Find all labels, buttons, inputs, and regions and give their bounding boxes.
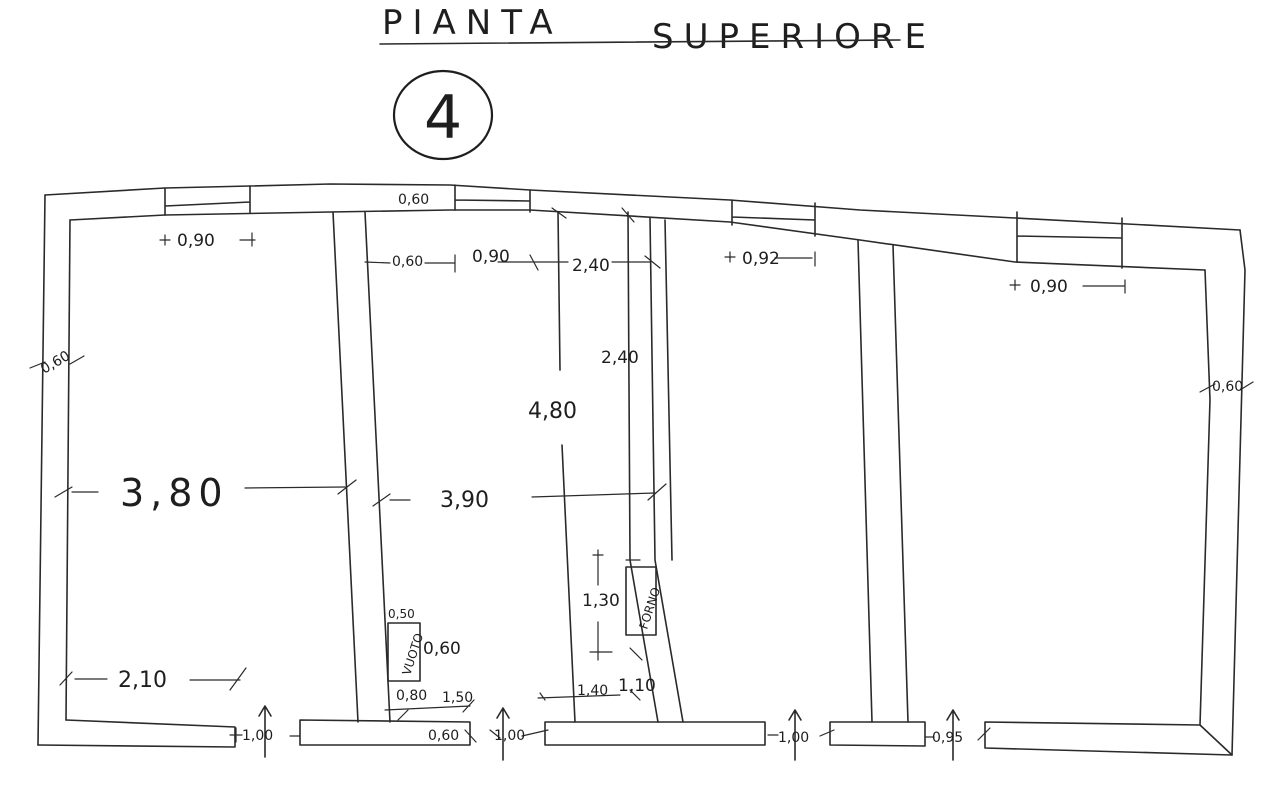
dim-050: 0,50: [388, 607, 415, 621]
plan-number-badge: 4: [392, 69, 494, 161]
dim-080: 0,80: [396, 688, 427, 704]
title-superiore: SUPERIORE: [652, 17, 936, 57]
title-underline: [379, 39, 901, 45]
plan-number-circle: [392, 69, 494, 161]
partition-1a: [332, 211, 359, 723]
window-1: [164, 185, 251, 216]
left-wall-outer: [37, 194, 46, 746]
dimension-labels: 0,90 0,60 0,90 0,92 0,90 0,60 2,40 0,60 …: [38, 192, 1243, 746]
dim-right-wall: 0,60: [1212, 379, 1243, 395]
dim-room-1-width: 3,80: [120, 471, 229, 515]
left-wall-inner: [65, 219, 71, 721]
forno-label: FORNO: [637, 586, 664, 631]
bottom-wall-seg-4: [829, 721, 926, 747]
partition-3b: [649, 217, 684, 723]
partition-1b: [364, 211, 391, 723]
dim-right-wall-ticks: [1199, 381, 1254, 393]
window-4: [1016, 211, 1123, 269]
partition-3c: [664, 219, 673, 561]
outer-walls: [37, 183, 1246, 756]
dim-480: 4,80: [528, 399, 577, 424]
window-2: [454, 184, 531, 213]
partition-4b: [892, 244, 909, 723]
dim-line-room2: [372, 483, 667, 507]
windows: [164, 184, 1123, 269]
dim-110: 1,10: [618, 676, 656, 696]
dim-ticks-top: [551, 207, 635, 223]
dim-window-2: 0,60: [398, 192, 429, 208]
plan-number: 4: [424, 83, 462, 153]
door-arrow-4: [946, 709, 960, 761]
dim-060-top: 0,60: [392, 254, 423, 270]
partition-2-upper: [557, 211, 561, 371]
dim-door-1: 1,00: [242, 728, 273, 744]
dim-210: 2,10: [118, 668, 167, 693]
dim-window-5: 0,90: [1030, 277, 1068, 297]
door-arrows: [258, 705, 960, 761]
dim-door-4: 0,95: [932, 730, 963, 746]
vuoto-box: [387, 622, 421, 682]
dimension-lines: [29, 207, 1254, 743]
dim-240-top: 2,40: [572, 256, 610, 276]
dim-left-wall-ticks: [29, 355, 85, 369]
dim-line-room1: [54, 479, 357, 498]
dim-line-210: [59, 667, 247, 691]
right-wall-inner: [1199, 269, 1211, 726]
dim-150: 1,50: [442, 690, 473, 706]
door-arrow-2: [496, 707, 510, 761]
dim-door-3: 1,00: [778, 730, 809, 746]
right-wall-outer: [1231, 229, 1246, 756]
partition-4a: [857, 239, 873, 723]
title-pianta: PIANTA: [382, 3, 563, 43]
dim-window-4: 0,92: [742, 249, 780, 269]
door-arrow-3: [788, 709, 802, 761]
bottom-wall-seg-5: [984, 721, 1233, 756]
dim-line-bottom-row: [384, 689, 641, 721]
dim-060-box: 0,60: [423, 639, 461, 659]
title: PIANTA SUPERIORE: [379, 3, 936, 57]
dim-line-130: [589, 549, 643, 661]
dim-ticks-doors: [229, 727, 991, 743]
bottom-wall-seg-1: [37, 719, 236, 748]
dim-window-3: 0,90: [472, 247, 510, 267]
forno-box: [625, 566, 657, 636]
bottom-wall-seg-3: [544, 721, 766, 746]
dim-line-w1: [159, 232, 256, 247]
dim-room-2-width: 3,90: [440, 488, 489, 513]
dim-line-w5: [1009, 279, 1126, 294]
dim-130: 1,30: [582, 591, 620, 611]
bottom-wall-seg-2: [299, 719, 471, 746]
window-3: [731, 199, 816, 237]
dim-240-vertical: 2,40: [601, 348, 639, 368]
dim-line-top-row: [364, 254, 661, 273]
partition-2-lower: [561, 444, 576, 723]
interior-walls: [332, 211, 909, 723]
dim-window-1: 0,90: [177, 231, 215, 251]
dim-060-bottom: 0,60: [428, 728, 459, 744]
door-arrow-1: [258, 705, 272, 758]
dim-140: 1,40: [577, 683, 608, 699]
fixtures: VUOTO FORNO: [387, 566, 664, 682]
top-wall-outer: [44, 183, 1241, 231]
dim-line-w4: [724, 251, 816, 267]
dim-door-2: 1,00: [494, 728, 525, 744]
